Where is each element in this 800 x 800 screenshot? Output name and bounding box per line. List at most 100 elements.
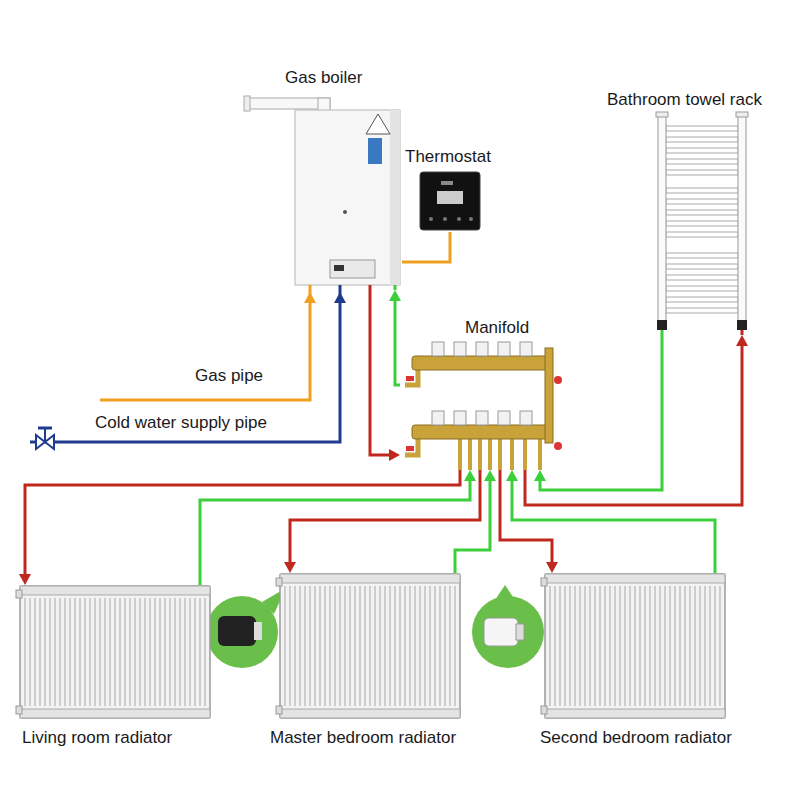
radiator-fin: [139, 598, 141, 706]
boiler-side: [390, 110, 400, 285]
radiator-fin: [444, 586, 446, 706]
outlet-stub: [468, 438, 472, 470]
radiator-band: [20, 709, 210, 718]
radiator-fin: [439, 586, 441, 706]
radiator-fin: [284, 586, 286, 706]
inlet-pipe: [405, 437, 418, 455]
radiator-fin: [339, 586, 341, 706]
radiator-fin: [369, 586, 371, 706]
radiator-valve: [541, 578, 547, 586]
valve-cap: [520, 411, 532, 425]
pipe-connector: [455, 478, 490, 573]
towel-bar: [666, 297, 738, 302]
manifold-drawing: [400, 318, 565, 470]
pipe-stub: [741, 330, 744, 335]
pipe-connector: [540, 335, 662, 490]
radiator-fin: [604, 586, 606, 706]
radiator-fin: [699, 586, 701, 706]
radiator-fin: [649, 586, 651, 706]
gas-pipe: [100, 290, 310, 400]
radiator-fin: [404, 586, 406, 706]
component-label: Thermostat: [405, 147, 491, 167]
flow-arrow: [334, 292, 346, 303]
boiler-drawing: [240, 62, 402, 290]
radiator-fin: [609, 586, 611, 706]
pipe-label: Gas pipe: [195, 366, 263, 386]
valve-cap: [498, 411, 510, 425]
radiator-band: [545, 574, 725, 583]
radiator-fin: [389, 586, 391, 706]
valve-handle: [38, 427, 52, 430]
pipe-connector: [500, 470, 552, 565]
radiator-fin: [304, 586, 306, 706]
component-label: Manifold: [465, 318, 529, 338]
radiator-fin: [184, 598, 186, 706]
pipe-connector: [25, 470, 460, 577]
radiator-fin: [59, 598, 61, 706]
radiator-fin: [134, 598, 136, 706]
arrowhead: [534, 470, 546, 481]
radiator-fin: [414, 586, 416, 706]
radiator-fin: [719, 586, 721, 706]
radiator-fin: [159, 598, 161, 706]
valve-cap: [454, 342, 466, 356]
radiator-drawing: [538, 573, 727, 720]
component-label: Living room radiator: [22, 728, 172, 748]
boiler-body: [295, 110, 400, 285]
radiator-fin: [314, 586, 316, 706]
outlet-stub: [478, 438, 482, 470]
arrowhead: [284, 562, 296, 573]
pipe-connector: [525, 343, 742, 505]
flow-arrow: [304, 292, 316, 303]
pipe-stub: [309, 285, 312, 290]
radiator-fin: [29, 598, 31, 706]
radiator-fin: [319, 586, 321, 706]
radiator-valve: [276, 578, 282, 586]
radiator-fin: [669, 586, 671, 706]
radiator-valve: [16, 590, 22, 598]
control-panel: [330, 260, 375, 278]
component-label: Second bedroom radiator: [540, 728, 732, 748]
radiator-fin: [549, 586, 551, 706]
water-pipe: [30, 290, 340, 442]
outlet-stub: [498, 438, 502, 470]
radiator-band: [280, 709, 460, 718]
label-anchor: Cold water supply pipe: [95, 413, 267, 433]
manifold-bar: [412, 356, 552, 370]
radiator-node: Second bedroom radiator: [538, 573, 778, 750]
radiator-drawing: [265, 573, 462, 720]
radiator-fin: [434, 586, 436, 706]
towel-bar: [666, 232, 738, 237]
radiator-fin: [114, 598, 116, 706]
screen-button: [443, 217, 447, 221]
valve-cap: [498, 342, 510, 356]
valve-cap: [432, 411, 444, 425]
radiator-fin: [329, 586, 331, 706]
radiator-fin: [689, 586, 691, 706]
radiator-fin: [644, 586, 646, 706]
boiler-dot: [343, 210, 347, 214]
towel-bar: [666, 148, 738, 153]
pipe-label: Cold water supply pipe: [95, 413, 267, 433]
radiator-fin: [419, 586, 421, 706]
outlet-stub: [538, 438, 542, 470]
radiator-fin: [569, 586, 571, 706]
valve-cap: [520, 342, 532, 356]
outlet-stub: [458, 438, 462, 470]
radiator-fin: [394, 586, 396, 706]
radiator-fin: [619, 586, 621, 706]
radiator-fin: [179, 598, 181, 706]
pipe-connector: [370, 290, 392, 455]
screen-digits: [437, 191, 463, 204]
radiator-fin: [384, 586, 386, 706]
radiator-fin: [149, 598, 151, 706]
radiator-fin: [379, 586, 381, 706]
radiator-fin: [564, 586, 566, 706]
valve-knob: [516, 624, 524, 640]
screen-mark: [441, 181, 453, 185]
radiator-fin: [189, 598, 191, 706]
radiator-fin: [349, 586, 351, 706]
arrowhead: [19, 574, 31, 585]
radiator-fin: [409, 586, 411, 706]
